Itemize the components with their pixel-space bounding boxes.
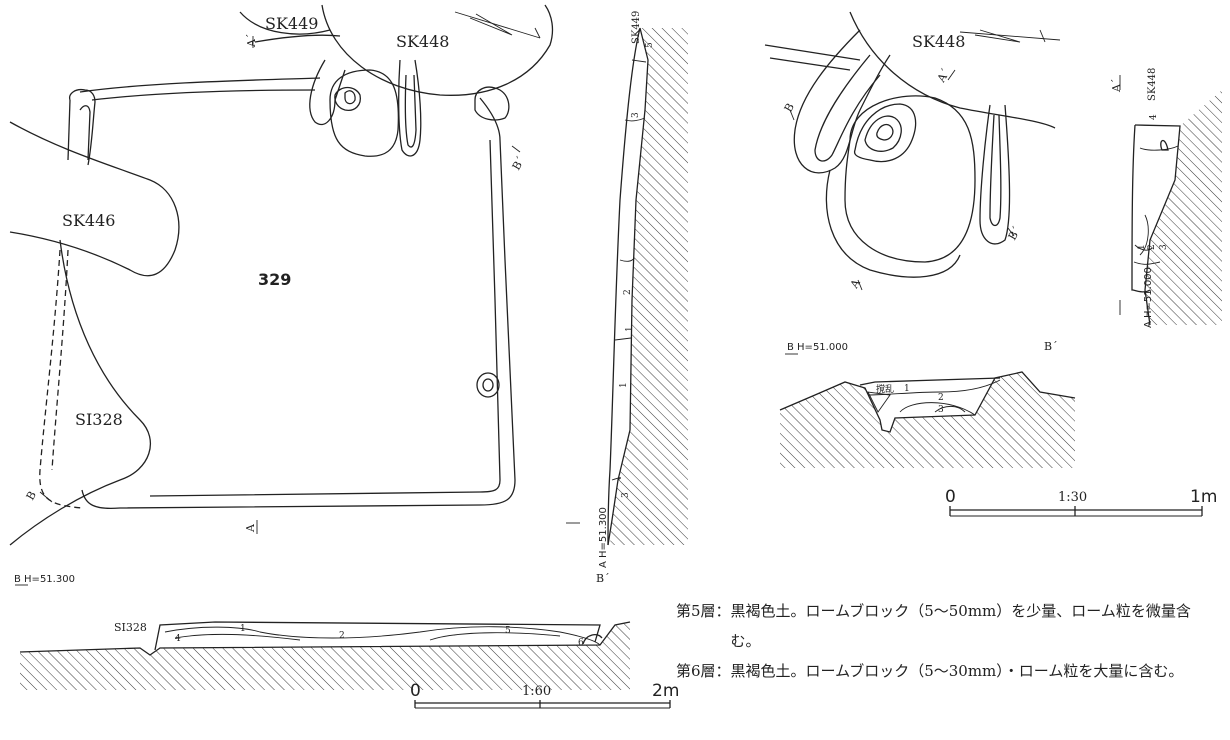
label-b-prime-left: B´ — [510, 154, 528, 172]
section-a-right-layer-4: 4 — [1149, 114, 1159, 120]
right-b-section — [779, 353, 1076, 468]
north-arrow-icon — [959, 29, 1061, 43]
pit-sk446-outline — [9, 121, 180, 277]
right-plan — [764, 11, 1061, 291]
section-b-left-si328: SI328 — [114, 621, 147, 634]
label-a-left: A — [244, 523, 257, 533]
label-si328: SI328 — [75, 410, 123, 429]
section-a-left-layer-1b: 1 — [619, 382, 629, 388]
section-b-left-datum: B H=51.300 — [14, 574, 75, 585]
scale-bar-right — [949, 506, 1203, 517]
section-a-left-pit-label: SK449 — [631, 11, 642, 44]
label-sk448-left: SK448 — [396, 32, 449, 51]
section-b-left-layer-6: 6 — [578, 638, 584, 648]
legend-row-layer-5: 第5層： 黒褐色土。ロームブロック（5〜50mm）を少量、ローム粒を微量含む。 — [676, 596, 1216, 656]
section-b-right-layer-1: 1 — [904, 384, 910, 394]
section-a-right-datum: A H=51.000 — [1143, 267, 1154, 328]
legend-layer-5-tag: 第5層： — [676, 602, 731, 620]
section-b-right-b-prime: B´ — [1044, 340, 1058, 353]
scale-left-end: 2m — [652, 681, 679, 701]
label-a-right: A — [847, 276, 863, 291]
scale-right-ratio: 1:30 — [1058, 490, 1087, 505]
label-a-prime-left: A´ — [245, 34, 258, 48]
legend-row-layer-6: 第6層： 黒褐色土。ロームブロック（5〜30mm）・ローム粒を大量に含む。 — [676, 656, 1216, 686]
section-a-left-layer-1a: 1 — [625, 326, 635, 332]
section-a-left-layer-2: 2 — [623, 289, 633, 295]
label-b-right: B — [782, 101, 797, 115]
left-b-section — [15, 584, 631, 690]
pit-sk448-outline — [321, 4, 554, 96]
pit-sk448-right-outline — [849, 11, 1056, 129]
layer-legend: 第5層： 黒褐色土。ロームブロック（5〜50mm）を少量、ローム粒を微量含む。 … — [676, 596, 1216, 686]
label-b-prime-right: B´ — [1006, 224, 1024, 242]
section-a-right-layer-2: 2 — [1147, 244, 1157, 250]
legend-layer-6-text: 黒褐色土。ロームブロック（5〜30mm）・ローム粒を大量に含む。 — [730, 662, 1184, 680]
scale-bar-left — [414, 700, 671, 709]
label-pit-329: 329 — [258, 270, 291, 289]
pit-sk449-outline — [239, 11, 331, 35]
scale-right-zero: 0 — [945, 487, 956, 507]
pit-329-outline — [79, 77, 516, 510]
section-b-right-layer-2: 2 — [938, 393, 944, 403]
left-plan — [9, 4, 554, 546]
label-a-prime-right: A´ — [934, 66, 952, 85]
section-a-right-layer-3: 3 — [1159, 244, 1169, 250]
label-sk448-right: SK448 — [912, 32, 965, 51]
feature-si328-outline — [39, 249, 83, 509]
scale-right-end: 1m — [1190, 487, 1217, 507]
section-a-left-layer-3b: 3 — [621, 492, 631, 498]
section-b-left-layer-4: 4 — [175, 634, 181, 644]
section-b-left-layer-5: 5 — [505, 626, 511, 636]
section-a-left-layer-3a: 3 — [631, 112, 641, 118]
scale-left-zero: 0 — [410, 681, 421, 701]
label-b-left: B — [24, 489, 39, 503]
left-a-section — [566, 27, 688, 546]
legend-layer-5-text: 黒褐色土。ロームブロック（5〜50mm）を少量、ローム粒を微量含む。 — [730, 602, 1191, 650]
section-b-left-layer-1: 1 — [240, 624, 246, 634]
label-sk446: SK446 — [62, 211, 115, 230]
section-a-right-layer-1: 1 — [1137, 244, 1147, 250]
section-b-right-datum: B H=51.000 — [787, 342, 848, 353]
section-a-right-a-prime: A´ — [1110, 79, 1123, 93]
right-a-section — [1119, 75, 1222, 326]
section-a-right-pit-label: SK448 — [1147, 68, 1158, 101]
section-a-left-datum: A H=51.300 — [598, 507, 609, 568]
section-b-right-disturbance: 撹乱 — [876, 383, 894, 395]
scale-left-ratio: 1:60 — [522, 684, 551, 699]
section-a-left-layer-5: 5 — [645, 42, 655, 48]
label-sk449: SK449 — [265, 14, 318, 33]
section-b-left-layer-2: 2 — [339, 631, 345, 641]
north-arrow-icon — [454, 11, 541, 39]
legend-layer-6-tag: 第6層： — [676, 662, 731, 680]
section-b-right-layer-3: 3 — [938, 405, 944, 415]
section-b-left-b-prime: B´ — [596, 572, 610, 585]
